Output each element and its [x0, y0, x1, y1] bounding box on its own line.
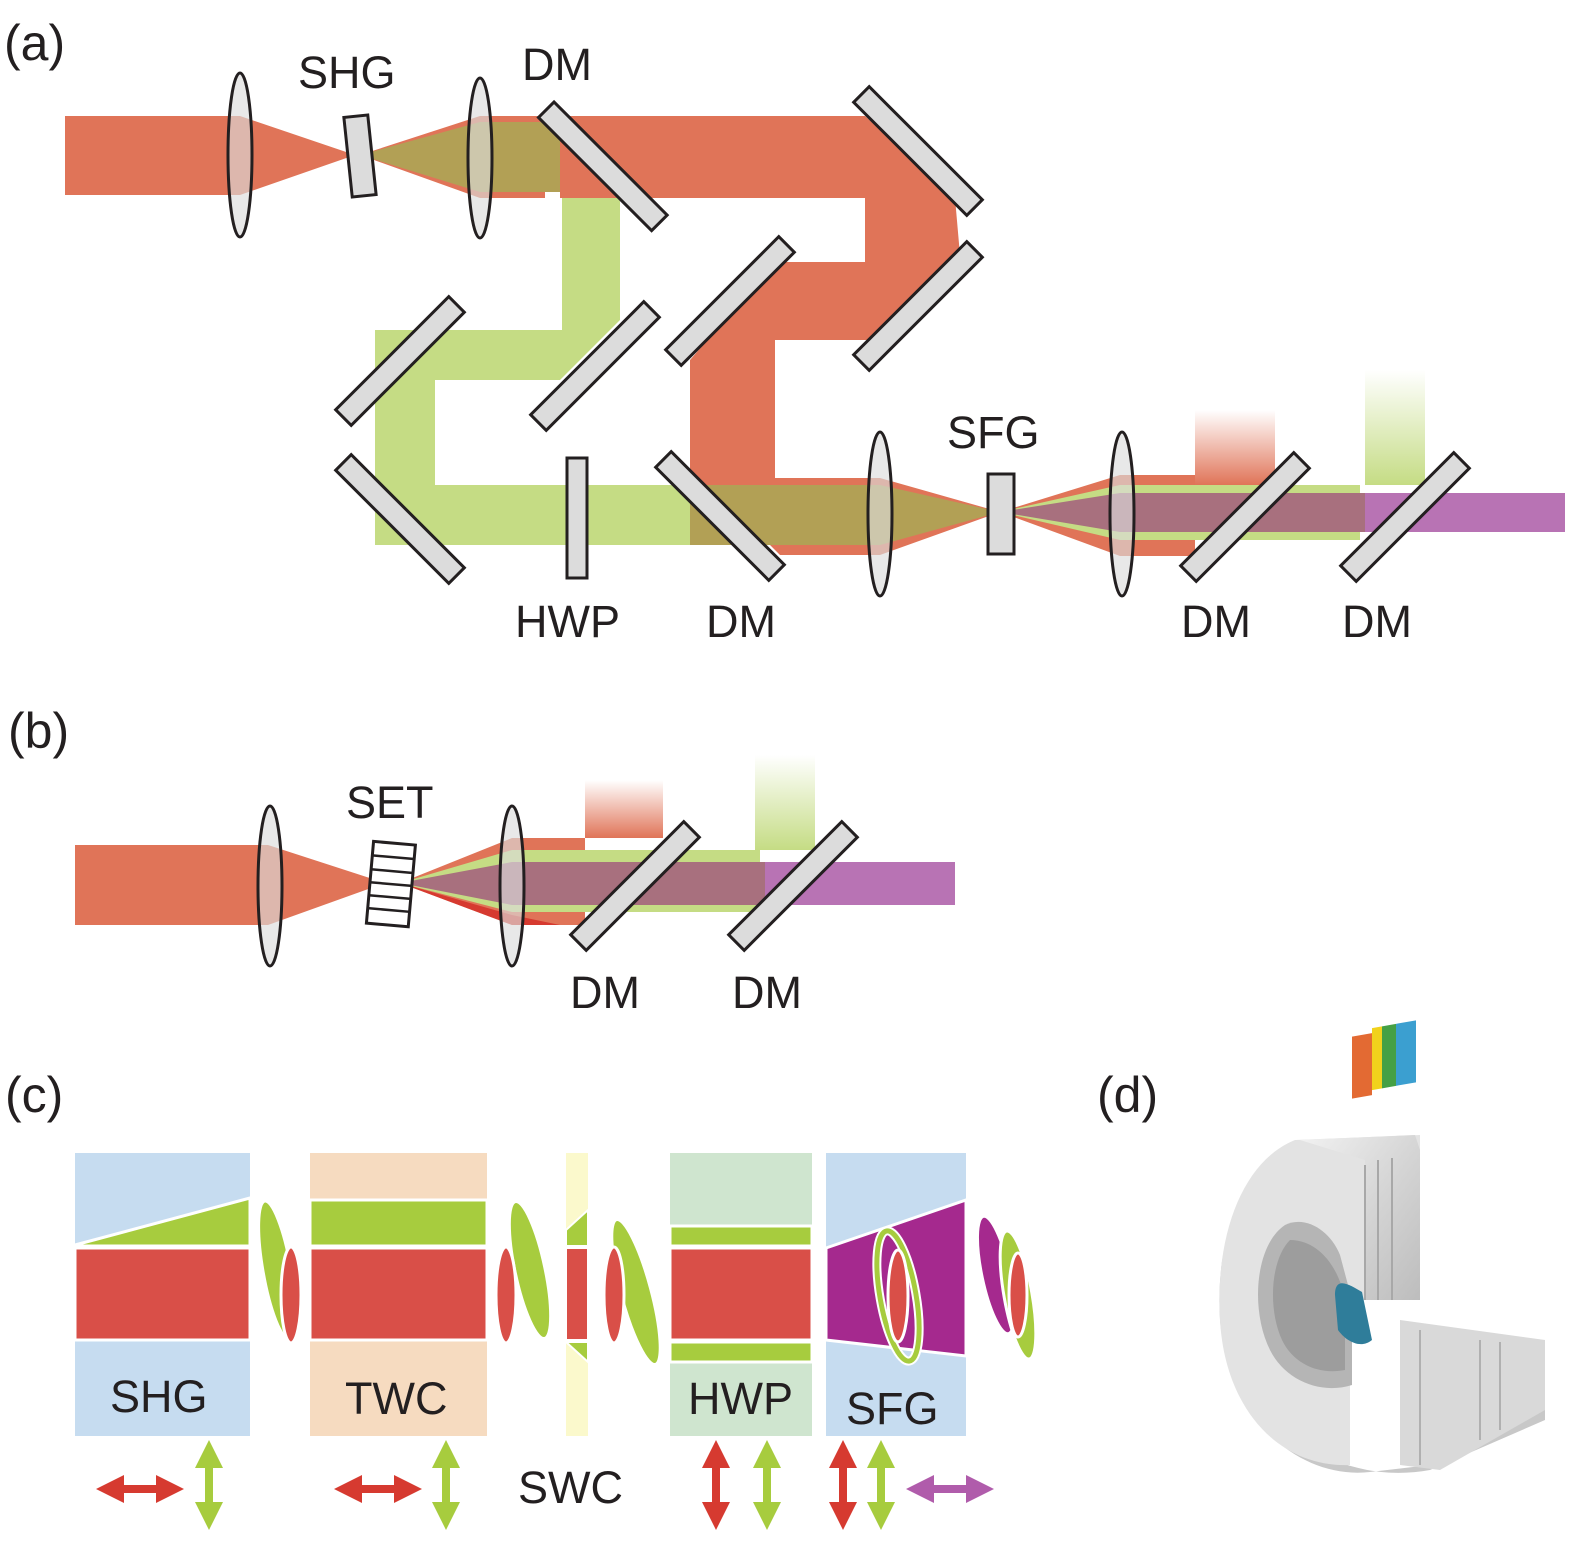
- panel-d: (d): [1097, 1020, 1545, 1473]
- arrow-twc-green-vertical: [432, 1440, 460, 1530]
- lens-3: [866, 430, 894, 598]
- crystal-oven-render: [1219, 1020, 1545, 1473]
- rejected-second-harmonic-beam-b: [755, 755, 815, 850]
- sfg-block: SFG: [824, 1153, 968, 1436]
- twc-polarization-ellipses: [494, 1199, 553, 1345]
- arrow-shg-green-vertical: [195, 1440, 223, 1530]
- dichroic-mirror-combiner: [653, 449, 787, 583]
- panel-c-label: (c): [5, 1067, 63, 1123]
- label-c-swc: SWC: [518, 1462, 623, 1513]
- crystal-yellow: [1372, 1026, 1382, 1091]
- label-dm-top: DM: [522, 39, 592, 90]
- label-dm-b-1: DM: [570, 967, 640, 1018]
- upper-fundamental-path: [560, 116, 960, 340]
- arrow-shg-red-horizontal: [96, 1475, 184, 1503]
- twc-block: TWC: [308, 1153, 489, 1436]
- shg-polarization-ellipses: [257, 1199, 303, 1345]
- label-dm-combiner: DM: [706, 596, 776, 647]
- lens-1: [226, 71, 254, 239]
- lower-combined-overlap: [690, 485, 1000, 545]
- label-c-sfg: SFG: [846, 1383, 939, 1434]
- rejected-second-harmonic-beam: [1365, 370, 1425, 485]
- mirror-right-lower: [851, 239, 985, 373]
- dichroic-mirror-red-separator: [1178, 450, 1312, 584]
- panel-b: (b) SET DM DM: [8, 703, 955, 1018]
- dichroic-mirror-green-separator: [1338, 450, 1472, 584]
- panel-c: (c) SHG TWC: [5, 1067, 1038, 1530]
- lens-b-1: [256, 804, 284, 968]
- swc-polarization-ellipses: [602, 1217, 662, 1367]
- mirror-green-left-lower: [333, 452, 467, 586]
- label-c-hwp: HWP: [688, 1373, 793, 1424]
- label-sfg: SFG: [947, 407, 1040, 458]
- housing-top-block: [1300, 1135, 1420, 1300]
- arrow-hwp-red-vertical: [702, 1440, 730, 1530]
- polarization-arrows: [96, 1440, 994, 1530]
- set-crystal: [364, 839, 418, 929]
- crystal-blue: [1396, 1020, 1416, 1086]
- sfg-crystal: [986, 472, 1016, 556]
- shg-crystal: [342, 113, 378, 199]
- mirror-green-left-upper: [333, 294, 467, 428]
- panel-b-label: (b): [8, 703, 69, 759]
- panel-a: (a): [4, 15, 1565, 647]
- middle-fundamental-path: [690, 262, 870, 478]
- arrow-twc-red-horizontal: [334, 1475, 422, 1503]
- label-c-shg: SHG: [110, 1371, 208, 1422]
- sfg-polarization-ellipses: [975, 1214, 1038, 1361]
- housing-bore-inner: [1272, 1240, 1345, 1372]
- rejected-fundamental-beam-b: [585, 780, 663, 838]
- arrow-hwp-green-vertical: [753, 1440, 781, 1530]
- shg-block: SHG: [73, 1153, 252, 1436]
- hwp-block: HWP: [668, 1153, 814, 1436]
- dichroic-mirror-top: [536, 99, 670, 233]
- arrow-sfg-purple-horizontal: [906, 1475, 994, 1503]
- mirror-red-middle: [663, 234, 797, 368]
- input-fundamental-beam-b: [75, 845, 385, 925]
- second-harmonic-path: [375, 198, 620, 545]
- rejected-fundamental-beam: [1195, 410, 1275, 485]
- lens-b-2: [498, 804, 526, 968]
- arrow-sfg-red-vertical: [829, 1440, 857, 1530]
- panel-a-label: (a): [4, 15, 65, 71]
- shg-output-overlap: [360, 122, 560, 192]
- crystal-holder-cup: [1335, 1283, 1372, 1345]
- label-dm-red: DM: [1181, 596, 1251, 647]
- crystal-orange: [1352, 1033, 1372, 1099]
- panel-a-beams: [65, 116, 1565, 556]
- mirror-top-right: [851, 84, 985, 218]
- swc-block: [563, 1153, 589, 1436]
- half-wave-plate: [565, 456, 589, 580]
- dichroic-mirror-b-1: [568, 819, 702, 953]
- label-set: SET: [346, 777, 434, 828]
- housing-lower-block: [1400, 1320, 1545, 1470]
- arrow-sfg-green-vertical: [867, 1440, 895, 1530]
- lens-2: [466, 76, 494, 240]
- label-dm-green: DM: [1342, 596, 1412, 647]
- label-c-twc: TWC: [345, 1373, 447, 1424]
- mirror-green-right: [528, 299, 662, 433]
- input-fundamental-beam: [65, 116, 355, 195]
- dichroic-mirror-b-2: [726, 819, 860, 953]
- label-shg: SHG: [298, 47, 396, 98]
- label-hwp: HWP: [515, 596, 620, 647]
- lens-4: [1108, 430, 1136, 598]
- label-dm-b-2: DM: [732, 967, 802, 1018]
- panel-d-label: (d): [1097, 1067, 1158, 1123]
- crystal-green: [1382, 1023, 1396, 1089]
